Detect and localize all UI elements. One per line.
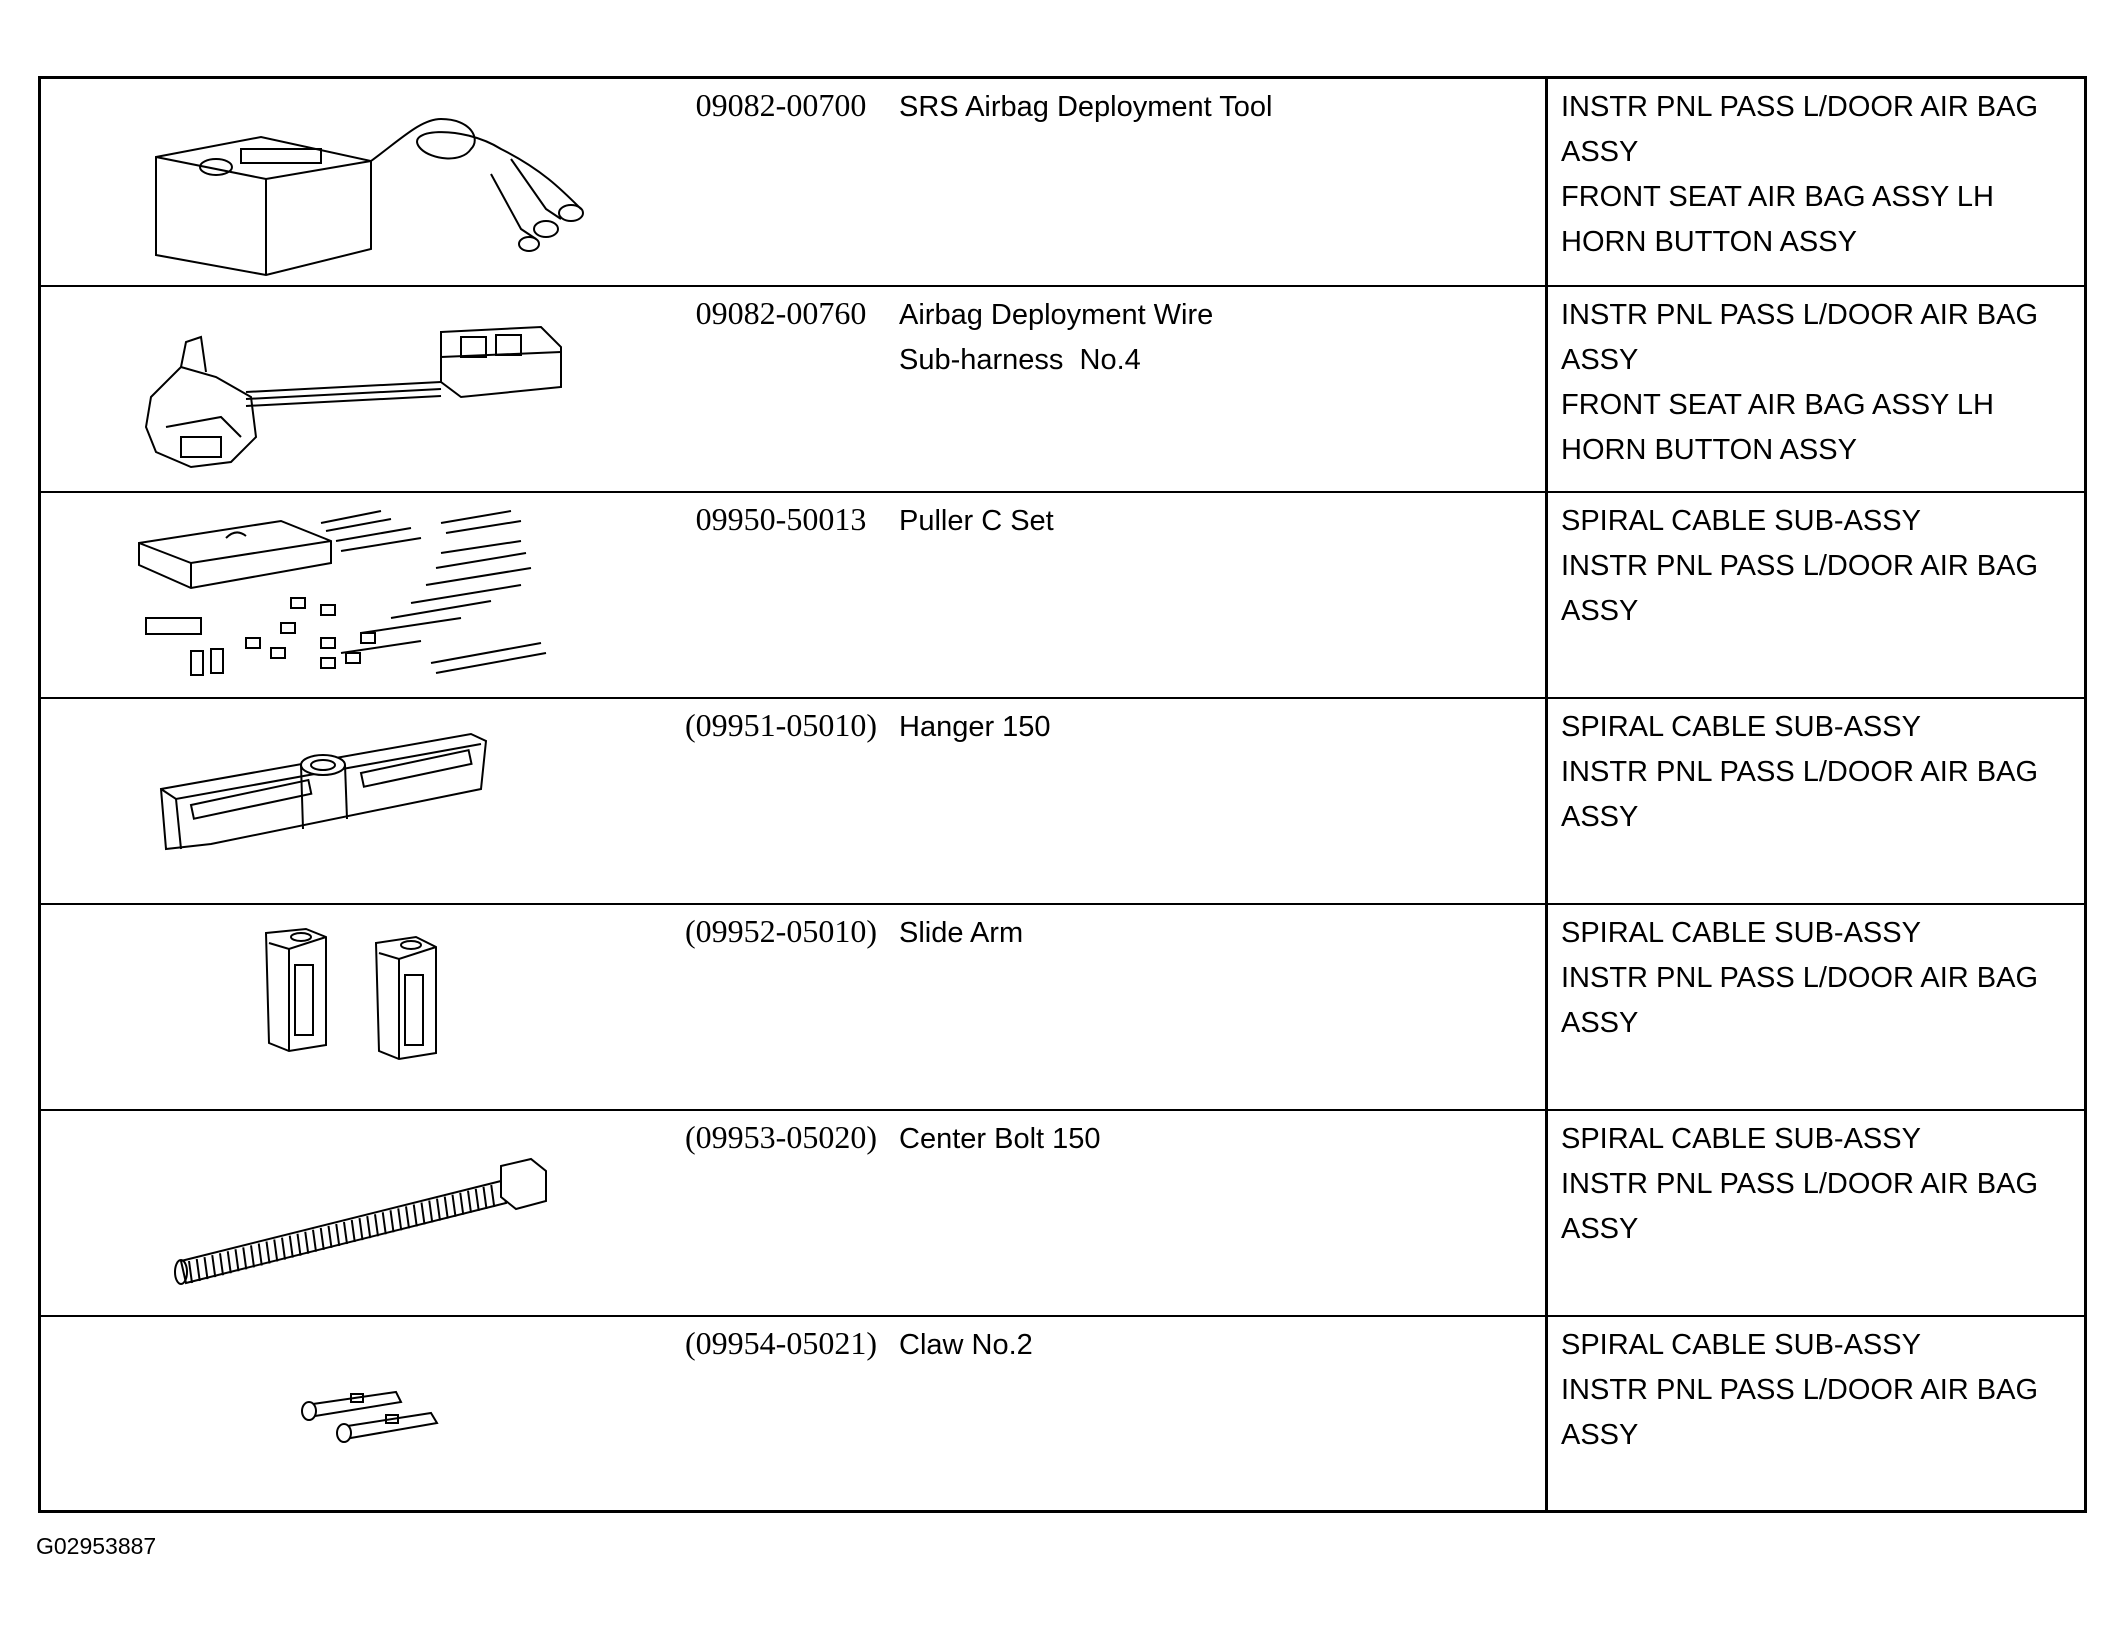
usage-line: SPIRAL CABLE SUB-ASSY xyxy=(1561,917,1921,949)
usage-line: INSTR PNL PASS L/DOOR AIR BAG xyxy=(1561,756,2039,788)
slide-arm-icon xyxy=(41,905,641,1111)
usage-line: SPIRAL CABLE SUB-ASSY xyxy=(1561,711,1921,743)
tool-usage: SPIRAL CABLE SUB-ASSY INSTR PNL PASS L/D… xyxy=(1561,1117,2081,1252)
usage-line: INSTR PNL PASS L/DOOR AIR BAG xyxy=(1561,962,2039,994)
tool-description: Claw No.2 xyxy=(899,1323,1519,1368)
tool-description: Hanger 150 xyxy=(899,705,1519,750)
usage-line: ASSY xyxy=(1561,136,1639,168)
usage-line: INSTR PNL PASS L/DOOR AIR BAG xyxy=(1561,550,2039,582)
usage-line: INSTR PNL PASS L/DOOR AIR BAG xyxy=(1561,1168,2039,1200)
table-row: (09953-05020) Center Bolt 150 SPIRAL CAB… xyxy=(41,1109,2084,1315)
usage-line: ASSY xyxy=(1561,595,1639,627)
tool-usage: INSTR PNL PASS L/DOOR AIR BAG ASSY FRONT… xyxy=(1561,293,2081,473)
usage-line: ASSY xyxy=(1561,801,1639,833)
table-row: 09082-00700 SRS Airbag Deployment Tool I… xyxy=(41,79,2084,285)
tool-usage: SPIRAL CABLE SUB-ASSY INSTR PNL PASS L/D… xyxy=(1561,1323,2081,1458)
wire-sub-harness-icon xyxy=(41,287,641,493)
description-line: Center Bolt 150 xyxy=(899,1123,1101,1155)
table-row: (09951-05010) Hanger 150 SPIRAL CABLE SU… xyxy=(41,697,2084,903)
tool-description: Airbag Deployment Wire Sub-harness No.4 xyxy=(899,293,1519,383)
part-number: 09082-00700 xyxy=(695,87,867,123)
usage-line: FRONT SEAT AIR BAG ASSY LH xyxy=(1561,181,1995,213)
table-row: (09954-05021) Claw No.2 SPIRAL CABLE SUB… xyxy=(41,1315,2084,1521)
tool-description: SRS Airbag Deployment Tool xyxy=(899,85,1519,130)
description-line: SRS Airbag Deployment Tool xyxy=(899,91,1273,123)
usage-line: HORN BUTTON ASSY xyxy=(1561,226,1857,258)
usage-line: ASSY xyxy=(1561,1007,1639,1039)
part-number: (09953-05020) xyxy=(685,1119,877,1155)
part-number: 09082-00760 xyxy=(695,295,867,331)
center-bolt-icon xyxy=(41,1111,641,1317)
tool-description: Puller C Set xyxy=(899,499,1519,544)
part-number: (09951-05010) xyxy=(685,707,877,743)
tool-usage: SPIRAL CABLE SUB-ASSY INSTR PNL PASS L/D… xyxy=(1561,705,2081,840)
description-line: Puller C Set xyxy=(899,505,1054,537)
part-number: 09950-50013 xyxy=(695,501,867,537)
tool-usage: SPIRAL CABLE SUB-ASSY INSTR PNL PASS L/D… xyxy=(1561,499,2081,634)
usage-line: ASSY xyxy=(1561,1213,1639,1245)
special-tools-table: 09082-00700 SRS Airbag Deployment Tool I… xyxy=(38,76,2087,1513)
tool-usage: SPIRAL CABLE SUB-ASSY INSTR PNL PASS L/D… xyxy=(1561,911,2081,1046)
part-number: (09954-05021) xyxy=(685,1325,877,1361)
tool-description: Center Bolt 150 xyxy=(899,1117,1519,1162)
description-line: Sub-harness No.4 xyxy=(899,344,1141,376)
usage-line: INSTR PNL PASS L/DOOR AIR BAG xyxy=(1561,1374,2039,1406)
column-divider xyxy=(1545,79,1548,1510)
usage-line: HORN BUTTON ASSY xyxy=(1561,434,1857,466)
figure-code: G02953887 xyxy=(36,1533,157,1559)
description-line: Claw No.2 xyxy=(899,1329,1033,1361)
claw-icon xyxy=(41,1317,641,1523)
airbag-deployment-tool-icon xyxy=(41,79,641,285)
usage-line: INSTR PNL PASS L/DOOR AIR BAG xyxy=(1561,299,2039,331)
usage-line: FRONT SEAT AIR BAG ASSY LH xyxy=(1561,389,1995,421)
usage-line: ASSY xyxy=(1561,1419,1639,1451)
part-number: (09952-05010) xyxy=(685,913,877,949)
usage-line: ASSY xyxy=(1561,344,1639,376)
tool-description: Slide Arm xyxy=(899,911,1519,956)
puller-set-icon xyxy=(41,493,641,699)
table-row: 09950-50013 Puller C Set SPIRAL CABLE SU… xyxy=(41,491,2084,697)
usage-line: SPIRAL CABLE SUB-ASSY xyxy=(1561,1123,1921,1155)
hanger-icon xyxy=(41,699,641,905)
usage-line: INSTR PNL PASS L/DOOR AIR BAG xyxy=(1561,91,2039,123)
table-row: (09952-05010) Slide Arm SPIRAL CABLE SUB… xyxy=(41,903,2084,1109)
description-line: Slide Arm xyxy=(899,917,1024,949)
usage-line: SPIRAL CABLE SUB-ASSY xyxy=(1561,505,1921,537)
usage-line: SPIRAL CABLE SUB-ASSY xyxy=(1561,1329,1921,1361)
table-row: 09082-00760 Airbag Deployment Wire Sub-h… xyxy=(41,285,2084,491)
tool-usage: INSTR PNL PASS L/DOOR AIR BAG ASSY FRONT… xyxy=(1561,85,2081,265)
description-line: Airbag Deployment Wire xyxy=(899,299,1214,331)
description-line: Hanger 150 xyxy=(899,711,1051,743)
